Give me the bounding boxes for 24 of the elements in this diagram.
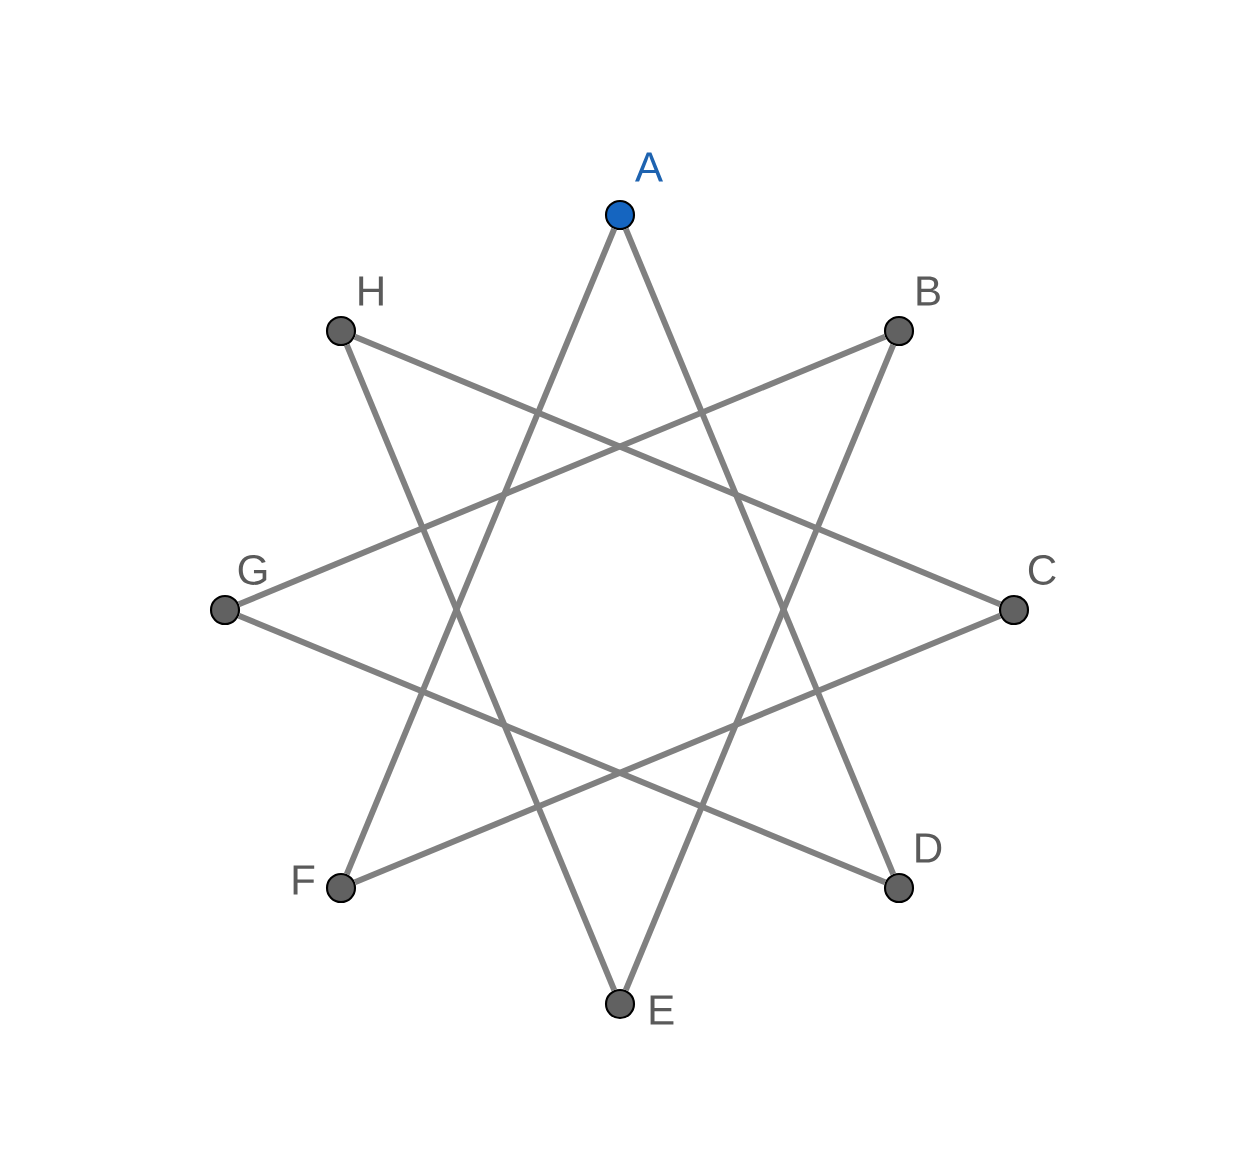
line-segment — [344, 227, 617, 876]
point — [883, 315, 915, 347]
point — [883, 872, 915, 904]
point — [209, 594, 241, 626]
line-segment — [623, 343, 896, 992]
line-segment — [344, 343, 617, 992]
point-label: H — [359, 276, 383, 306]
point-label: A — [635, 152, 663, 182]
point-label: C — [1028, 555, 1056, 585]
line-segment — [353, 612, 1002, 885]
point-label: F — [293, 865, 315, 895]
point-label: E — [650, 995, 674, 1025]
point — [604, 199, 636, 231]
line-segment — [237, 612, 887, 885]
point-label: B — [917, 276, 940, 306]
point — [325, 315, 357, 347]
line-segment — [623, 227, 896, 876]
point — [604, 988, 636, 1020]
line-segment — [353, 334, 1002, 607]
point-label: G — [238, 555, 267, 585]
line-segment — [237, 334, 887, 607]
point — [998, 594, 1030, 626]
point — [325, 872, 357, 904]
point-label: D — [916, 833, 942, 863]
